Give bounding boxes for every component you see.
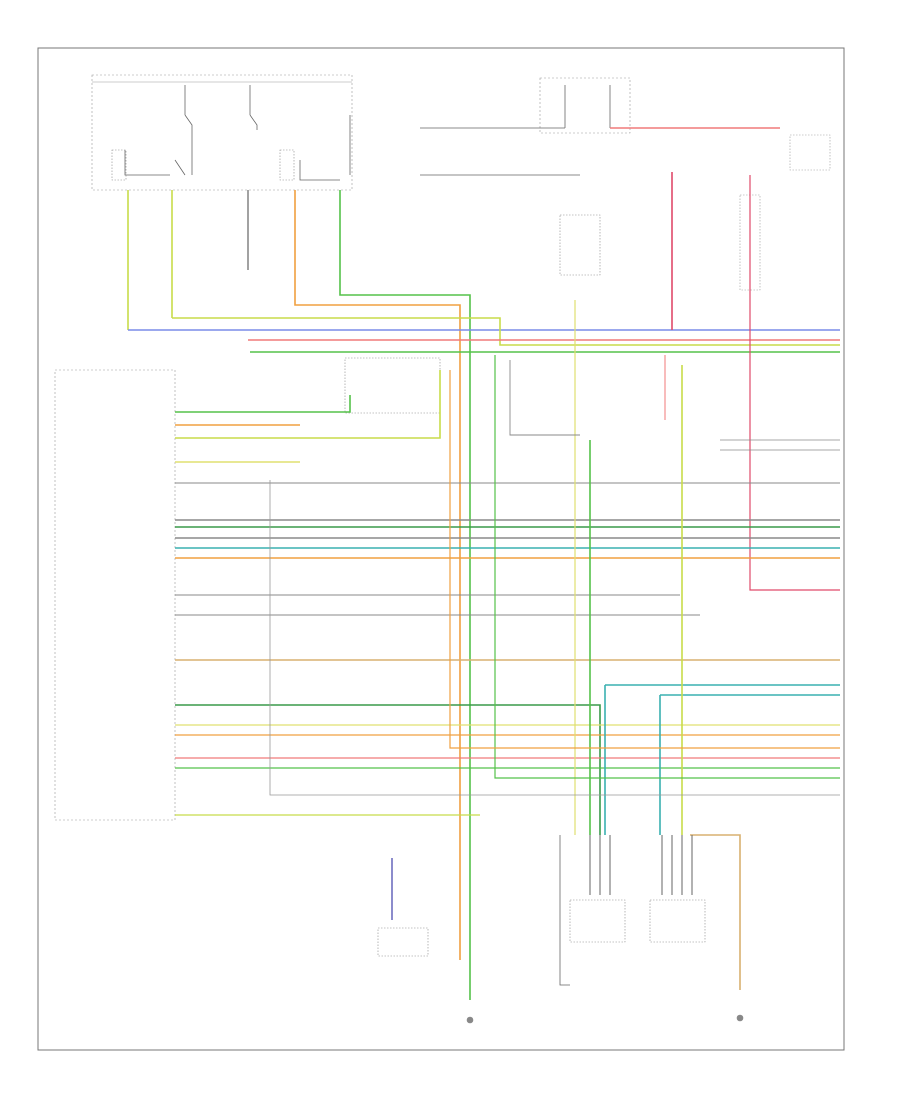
wire-red-right-down [749,175,840,591]
relay-1-lines [124,85,193,176]
wire-gray-right [720,439,840,451]
sensor-o2-1-leads [589,835,611,895]
ignition-switch-box [344,357,441,414]
sensor-left-frame [559,835,570,986]
sensor-o2-2 [649,899,706,943]
ecm-relay-box [559,214,601,276]
sensor-box-top-right [789,134,831,171]
relay-2-lines [249,85,351,181]
left-fuse-box-outline [91,74,353,191]
wire-teal-2 [659,694,840,835]
wire-v-4 [294,190,461,960]
sensor-o2-2-leads [661,835,693,895]
wire-orange-x [449,370,840,749]
relay-1-coil [111,149,127,181]
wires [127,127,840,1000]
left-fuse-box [91,74,353,191]
relay-2-coil [279,149,295,181]
sensor-o2-1 [569,899,626,943]
diagram-border [37,47,845,1051]
sensor-module-left [377,927,429,957]
fuse-right-2 [739,194,761,291]
wire-gray-frame [269,480,840,796]
wire-teal-1 [604,684,840,835]
wire-v-5 [339,190,471,1000]
bottom-sensors [377,835,744,1024]
wire-pcm-3 [175,370,441,439]
ground-2 [736,1014,744,1022]
pcm [54,357,441,821]
right-fuse-box-outline [539,77,631,134]
wire-green-x [494,355,840,779]
wire-tan-down [690,834,741,990]
wire-h-lime [172,317,840,346]
ground-1 [466,1016,474,1024]
wire-pcm-14 [175,704,601,835]
wire-mid-gray [509,360,580,436]
wire-pcm-1 [175,395,351,413]
right-fuse-lines [420,85,611,176]
right-fuse-box [420,77,831,291]
pcm-outline [54,369,176,821]
